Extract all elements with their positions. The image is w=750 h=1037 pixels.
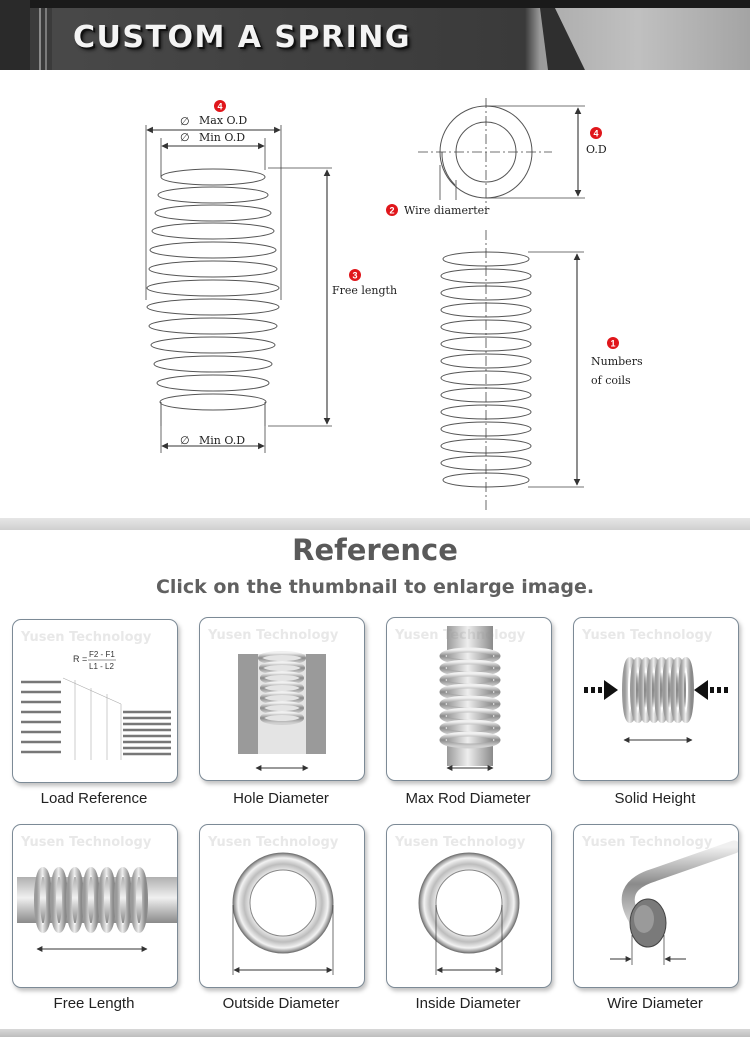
thumbnail-outside-diameter[interactable]: Yusen Technology bbox=[199, 824, 365, 988]
caption-free-length[interactable]: Free Length bbox=[53, 995, 135, 1012]
watermark: Yusen Technology bbox=[21, 835, 152, 850]
watermark: Yusen Technology bbox=[395, 835, 526, 850]
badge-od: 4 bbox=[590, 127, 602, 139]
badge-coils: 1 bbox=[607, 337, 619, 349]
label-min-od-top: Min O.D bbox=[199, 131, 245, 144]
max-rod-diameter-image bbox=[439, 626, 501, 771]
free-length-image bbox=[17, 867, 177, 952]
watermark: Yusen Technology bbox=[582, 835, 713, 850]
badge-max-od: 4 bbox=[214, 100, 226, 112]
solid-height-image bbox=[584, 657, 728, 743]
thumbnail-wire-diameter[interactable]: Yusen Technology bbox=[573, 824, 739, 988]
label-free-length: Free length bbox=[332, 284, 397, 297]
watermark: Yusen Technology bbox=[208, 835, 339, 850]
reference-subtitle: Click on the thumbnail to enlarge image. bbox=[155, 576, 595, 598]
diameter-symbol-2: ∅ bbox=[180, 131, 190, 144]
caption-hole-diameter[interactable]: Hole Diameter bbox=[233, 790, 329, 807]
badge-coils-number: 1 bbox=[610, 339, 615, 349]
thumbnail-hole-diameter[interactable]: Yusen Technology bbox=[199, 617, 365, 781]
hole-diameter-image bbox=[238, 651, 326, 771]
badge-wire: 2 bbox=[386, 204, 398, 216]
label-min-od-bottom: Min O.D bbox=[199, 434, 245, 447]
caption-wire-diameter[interactable]: Wire Diameter bbox=[607, 995, 703, 1012]
reference-heading: Reference bbox=[292, 533, 458, 567]
formula-numerator: F2 - F1 bbox=[89, 650, 115, 659]
inside-diameter-image bbox=[418, 852, 520, 975]
badge-free-length-number: 3 bbox=[352, 271, 357, 281]
thumbnail-max-rod-diameter[interactable]: Yusen Technology bbox=[386, 617, 552, 781]
thumbnail-load-reference[interactable]: R = F2 - F1 L1 - L2 Yusen Technology bbox=[12, 619, 178, 783]
label-coils-line2: of coils bbox=[591, 374, 631, 387]
formula-r: R = bbox=[73, 654, 87, 664]
outside-diameter-image bbox=[232, 852, 334, 975]
watermark: Yusen Technology bbox=[208, 628, 339, 643]
thumbnail-solid-height[interactable]: Yusen Technology bbox=[573, 617, 739, 781]
formula-denominator: L1 - L2 bbox=[89, 662, 114, 671]
badge-od-number: 4 bbox=[593, 129, 598, 139]
thumbnail-free-length[interactable]: Yusen Technology bbox=[12, 824, 178, 988]
spring-dimension-diagram: 4 ∅ Max O.D ∅ Min O.D ∅ Min O.D 3 Free l… bbox=[0, 70, 750, 520]
load-reference-image: R = F2 - F1 L1 - L2 bbox=[21, 650, 171, 760]
badge-free-length: 3 bbox=[349, 269, 361, 281]
caption-load-reference[interactable]: Load Reference bbox=[40, 790, 148, 807]
label-coils-line1: Numbers bbox=[591, 355, 643, 368]
caption-outside-diameter[interactable]: Outside Diameter bbox=[222, 995, 340, 1012]
banner-background bbox=[0, 0, 750, 70]
thumbnail-inside-diameter[interactable]: Yusen Technology bbox=[386, 824, 552, 988]
caption-solid-height[interactable]: Solid Height bbox=[614, 790, 696, 807]
bottom-divider bbox=[0, 1029, 750, 1037]
badge-max-od-number: 4 bbox=[217, 102, 222, 112]
section-divider bbox=[0, 518, 750, 530]
watermark: Yusen Technology bbox=[395, 628, 526, 643]
caption-max-rod-diameter[interactable]: Max Rod Diameter bbox=[405, 790, 531, 807]
diameter-symbol-3: ∅ bbox=[180, 434, 190, 447]
wire-diameter-image bbox=[610, 840, 738, 965]
header-banner: CUSTOM A SPRING bbox=[0, 0, 750, 70]
diagram-drawing: 4 ∅ Max O.D ∅ Min O.D ∅ Min O.D 3 Free l… bbox=[145, 98, 643, 510]
label-wire-diameter: Wire diamerter bbox=[404, 204, 490, 217]
caption-inside-diameter[interactable]: Inside Diameter bbox=[415, 995, 521, 1012]
barrel-spring-drawing bbox=[146, 168, 280, 426]
badge-wire-number: 2 bbox=[389, 206, 394, 216]
watermark: Yusen Technology bbox=[582, 628, 713, 643]
banner-title: CUSTOM A SPRING bbox=[73, 20, 411, 55]
watermark: Yusen Technology bbox=[21, 630, 152, 645]
diameter-symbol-1: ∅ bbox=[180, 115, 190, 128]
label-max-od: Max O.D bbox=[199, 114, 247, 127]
label-od: O.D bbox=[586, 143, 607, 156]
